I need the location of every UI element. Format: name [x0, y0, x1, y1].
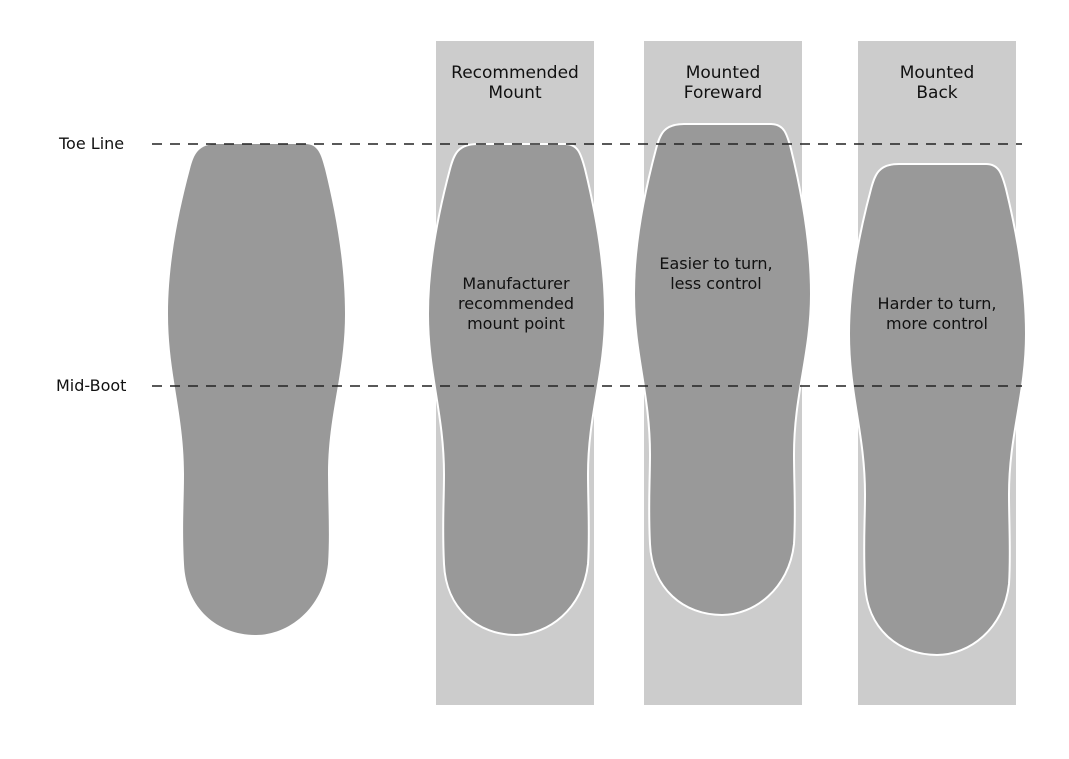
back-boot-sole [848, 163, 1027, 656]
column-title: Mounted Foreward [683, 63, 763, 103]
mid-boot-label: Mid-Boot [56, 376, 127, 395]
forward-note: Easier to turn, less control [659, 254, 773, 293]
toe-line-label: Toe Line [59, 134, 125, 153]
column-title: Mounted Back [899, 63, 975, 103]
back-note: Harder to turn, more control [877, 294, 997, 333]
recommended-note: Manufacturer recommended mount point [458, 274, 574, 333]
recommended-boot-sole [427, 143, 606, 636]
forward-boot-sole [633, 123, 812, 616]
reference-boot-sole [168, 144, 345, 635]
column-title: Recommended Mount [451, 63, 579, 103]
